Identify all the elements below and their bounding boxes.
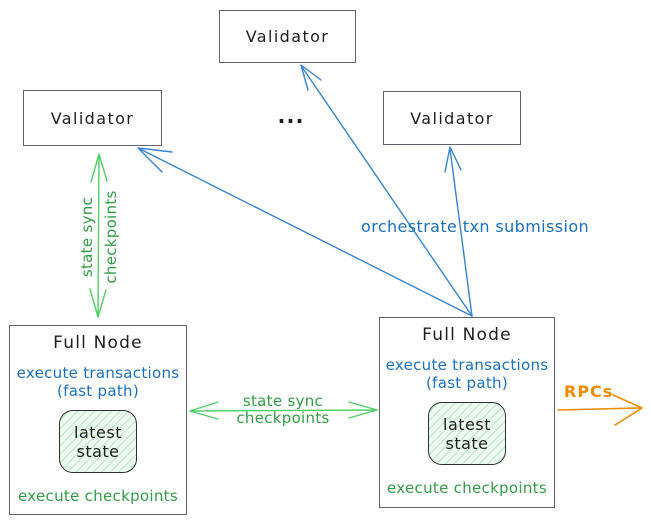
latest-state-line1: latest <box>443 414 491 434</box>
full-node-left-execute-transactions: execute transactions <box>16 364 180 382</box>
full-node-right: Full Node execute transactions (fast pat… <box>379 317 555 508</box>
validator-right-node: Validator <box>383 91 521 145</box>
more-validators-ellipsis: ... <box>277 104 305 128</box>
orchestrate-txn-submission-label: orchestrate txn submission <box>361 217 590 236</box>
horizontal-state-sync-line1: state sync <box>242 392 324 410</box>
validator-top-node: Validator <box>219 10 356 63</box>
full-node-right-latest-state-box: latest state <box>428 402 506 465</box>
latest-state-line2: state <box>76 441 120 461</box>
validator-left-label: Validator <box>50 108 135 128</box>
full-node-left-fast-path: (fast path) <box>56 382 140 400</box>
full-node-left-latest-state-box: latest state <box>59 410 137 473</box>
vertical-state-sync-label-line2: checkpoints <box>102 190 120 284</box>
full-node-left-execute-checkpoints: execute checkpoints <box>18 487 178 505</box>
full-node-left: Full Node execute transactions (fast pat… <box>9 325 187 515</box>
rpcs-label: RPCs <box>564 382 614 401</box>
horizontal-state-sync-label: state sync checkpoints <box>226 393 340 427</box>
full-node-right-title: Full Node <box>422 325 512 345</box>
full-node-left-title: Full Node <box>53 333 143 353</box>
validator-left-node: Validator <box>23 90 162 146</box>
full-node-right-fast-path: (fast path) <box>425 374 509 392</box>
vertical-state-sync-label-line1: state sync <box>78 196 96 278</box>
validator-top-label: Validator <box>245 27 330 46</box>
latest-state-line1: latest <box>74 422 122 442</box>
full-node-right-execute-transactions: execute transactions <box>385 356 549 374</box>
horizontal-state-sync-line2: checkpoints <box>236 409 330 427</box>
full-node-right-execute-checkpoints: execute checkpoints <box>387 479 547 497</box>
validator-right-label: Validator <box>410 108 494 128</box>
latest-state-line2: state <box>445 433 489 453</box>
